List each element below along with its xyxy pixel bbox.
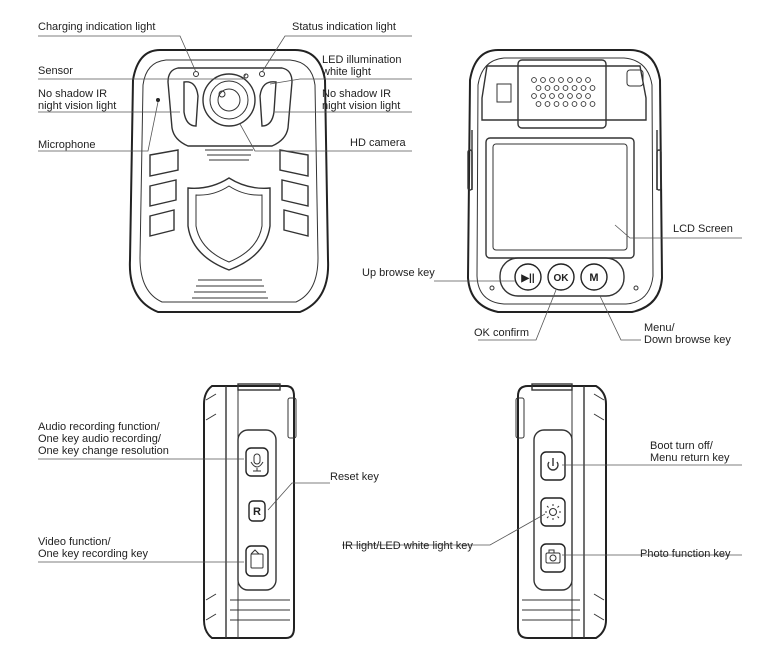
speaker-hole xyxy=(580,85,587,91)
label-audio-recording: Audio recording function/ One key audio … xyxy=(38,421,169,457)
label-ok-confirm: OK confirm xyxy=(474,327,530,339)
left-side-view: R xyxy=(203,383,297,639)
speaker-hole xyxy=(589,85,596,91)
camera-icon xyxy=(250,549,264,569)
back-view: ▶|| OK M xyxy=(466,49,664,313)
speaker-hole xyxy=(562,85,569,91)
photo-key[interactable] xyxy=(540,543,566,573)
hd-camera-lens xyxy=(202,73,256,127)
speaker-hole xyxy=(580,101,587,107)
speaker-hole xyxy=(585,93,591,99)
speaker-hole xyxy=(562,101,569,107)
speaker-hole xyxy=(567,77,573,83)
front-view xyxy=(128,49,330,313)
ok-key-label: OK xyxy=(554,273,570,284)
speaker-hole xyxy=(576,77,582,83)
speaker-hole xyxy=(558,77,564,83)
speaker-hole xyxy=(571,101,578,107)
label-led-illumination: LED illumination white light xyxy=(322,54,402,78)
label-status-light: Status indication light xyxy=(292,21,396,33)
speaker-hole xyxy=(540,77,546,83)
ir-led-key[interactable] xyxy=(540,497,566,527)
microphone-icon xyxy=(250,453,264,472)
speaker-hole xyxy=(558,93,564,99)
label-ir-right: No shadow IR night vision light xyxy=(322,88,401,112)
speaker-hole xyxy=(531,77,537,83)
speaker-hole xyxy=(535,85,542,91)
speaker-hole xyxy=(553,85,560,91)
ok-key[interactable] xyxy=(547,263,575,291)
speaker-hole xyxy=(576,93,582,99)
speaker-hole xyxy=(567,93,573,99)
label-photo-key: Photo function key xyxy=(640,548,731,560)
speaker-hole xyxy=(549,77,555,83)
right-side-view xyxy=(515,383,607,639)
microphone-hole xyxy=(156,98,160,102)
label-reset-key: Reset key xyxy=(330,471,379,483)
label-video-function: Video function/ One key recording key xyxy=(38,536,149,560)
play-pause-key-label: ▶|| xyxy=(520,273,534,284)
reset-key[interactable] xyxy=(248,500,266,522)
label-charging-light: Charging indication light xyxy=(38,21,156,33)
label-menu-down: Menu/ Down browse key xyxy=(644,322,731,346)
shield-icon xyxy=(187,177,271,271)
photo-icon xyxy=(545,549,561,564)
label-lcd-screen: LCD Screen xyxy=(673,223,733,235)
label-hd-camera: HD camera xyxy=(350,137,406,149)
play-pause-key[interactable] xyxy=(514,263,542,291)
label-ir-led-key: IR light/LED white light key xyxy=(342,540,473,552)
speaker-hole xyxy=(544,85,551,91)
sun-icon xyxy=(545,504,561,520)
video-key[interactable] xyxy=(245,545,269,577)
label-boot-off: Boot turn off/ Menu return key xyxy=(650,440,730,464)
speaker-hole xyxy=(531,93,537,99)
label-ir-left: No shadow IR night vision light xyxy=(38,88,117,112)
speaker-hole xyxy=(589,101,596,107)
speaker-hole xyxy=(585,77,591,83)
label-microphone: Microphone xyxy=(38,139,96,151)
speaker-hole xyxy=(571,85,578,91)
label-sensor: Sensor xyxy=(38,65,73,77)
audio-key[interactable] xyxy=(245,447,269,477)
speaker-hole xyxy=(544,101,551,107)
speaker-hole xyxy=(540,93,546,99)
menu-key[interactable] xyxy=(580,263,608,291)
speaker-hole xyxy=(553,101,560,107)
speaker-hole xyxy=(549,93,555,99)
label-up-browse: Up browse key xyxy=(362,267,435,279)
speaker-grille xyxy=(531,77,596,107)
power-icon xyxy=(547,458,559,471)
speaker-hole xyxy=(535,101,542,107)
menu-key-label: M xyxy=(589,272,598,284)
reset-key-label: R xyxy=(253,506,261,518)
